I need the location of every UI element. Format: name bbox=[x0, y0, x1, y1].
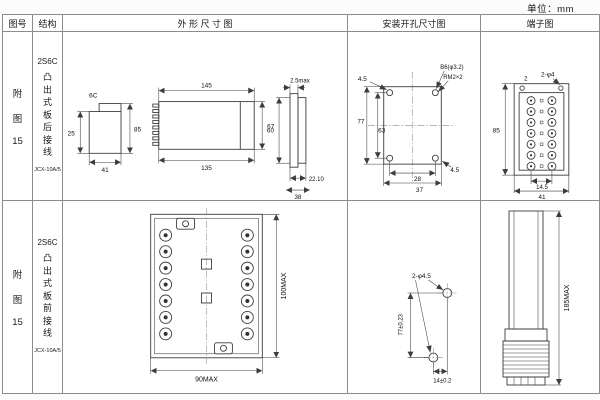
dim-25: 25 bbox=[68, 130, 76, 137]
dim-135: 135 bbox=[201, 165, 212, 172]
structure-code: JCX-10A/5 bbox=[34, 347, 61, 354]
dim-77-tol: 77±0.23 bbox=[399, 313, 405, 335]
mounting-plate: 4.5 B6(φ3.2) RM2×2 77 63 28 bbox=[357, 65, 463, 194]
unit-label: 单位：mm bbox=[527, 4, 574, 15]
mounting-cell-row2: 2-φ4.5 77±0.23 14±0.2 bbox=[348, 201, 481, 393]
dim-77: 77 bbox=[357, 118, 365, 125]
figure-number-cell-row1: 附 图 15 bbox=[3, 32, 33, 201]
screw-spec-label: RM2×2 bbox=[443, 75, 462, 81]
dim-14-tol: 14±0.2 bbox=[433, 378, 451, 384]
structure-char: 接 bbox=[42, 134, 52, 145]
structure-char: 凸 bbox=[42, 253, 52, 264]
structure-char: 式 bbox=[42, 278, 52, 289]
structure-cell-row2: 2S6C 凸 出 式 板 前 接 线 JCX-10A/5 bbox=[33, 201, 63, 393]
structure-char: 接 bbox=[42, 315, 52, 326]
structure-model: 2S6C bbox=[37, 56, 58, 66]
dim-28: 28 bbox=[414, 176, 422, 183]
hole-spec-label: B6(φ3.2) bbox=[440, 65, 463, 71]
hole-spec-label: 2-φ4 bbox=[541, 72, 555, 79]
structure-model: 2S6C bbox=[37, 237, 58, 247]
outline-cell-row1: 6C 25 41 85 bbox=[63, 32, 348, 201]
drawing-table: 图号 结构 外 形 尺 寸 图 安装开孔尺寸图 端子图 附 图 15 2S6C … bbox=[2, 14, 600, 394]
terminal-cell-row2: 185MAX bbox=[481, 201, 599, 393]
relay-side-view-small: 6C 25 41 85 bbox=[68, 93, 142, 175]
dim-14-5: 14.5 bbox=[536, 185, 548, 191]
structure-code: JCX-10A/5 bbox=[34, 166, 61, 173]
dim-6c: 6C bbox=[89, 93, 98, 100]
fig-char: 图 bbox=[12, 113, 23, 125]
header-structure: 结构 bbox=[33, 15, 63, 32]
dim-22-10: 22.10 bbox=[309, 177, 325, 183]
fig-number: 15 bbox=[12, 316, 23, 328]
structure-char: 凸 bbox=[42, 72, 52, 83]
dim-4-5-top: 4.5 bbox=[358, 76, 367, 83]
dim-4-5-right: 4.5 bbox=[450, 167, 459, 174]
fig-char: 附 bbox=[12, 88, 23, 100]
socket-front-view: 90MAX 100MAX bbox=[150, 208, 288, 384]
header-terminal: 端子图 bbox=[481, 15, 599, 32]
mounting-hole-drawing-row1: 4.5 B6(φ3.2) RM2×2 77 63 28 bbox=[357, 65, 463, 194]
dim-41: 41 bbox=[538, 194, 546, 200]
dim-100max: 100MAX bbox=[281, 272, 288, 299]
header-outline: 外 形 尺 寸 图 bbox=[63, 15, 348, 32]
fig-char: 图 bbox=[12, 294, 23, 306]
outline-dimension-drawing-row2: 90MAX 100MAX bbox=[150, 208, 288, 384]
structure-char: 前 bbox=[42, 303, 52, 314]
structure-char: 板 bbox=[42, 109, 52, 120]
dim-67: 67 bbox=[267, 123, 275, 130]
outline-cell-row2: 90MAX 100MAX bbox=[63, 201, 348, 393]
structure-char: 线 bbox=[42, 147, 52, 158]
hole-spec-label: 2-φ4.5 bbox=[412, 273, 431, 280]
mounting-hole-drawing-row2: 2-φ4.5 77±0.23 14±0.2 bbox=[399, 273, 458, 384]
terminal-side-view-row2: 185MAX bbox=[502, 210, 571, 386]
figure-number-cell-row2: 附 图 15 bbox=[3, 201, 33, 393]
relay-front-view: 145 67 135 bbox=[152, 83, 275, 172]
terminal-cell-row1: 2-φ4 2 bbox=[481, 32, 599, 201]
outline-dimension-drawing-row1: 6C 25 41 85 bbox=[68, 79, 325, 200]
dim-63: 63 bbox=[378, 127, 386, 134]
dim-37: 37 bbox=[416, 187, 424, 194]
dim-85: 85 bbox=[493, 127, 501, 134]
structure-char: 式 bbox=[42, 97, 52, 108]
relay-side-profile: 2.5max 60 22.10 38 bbox=[267, 79, 325, 200]
structure-cell-row1: 2S6C 凸 出 式 板 后 接 线 JCX-10A/5 bbox=[33, 32, 63, 201]
mounting-cell-row1: 4.5 B6(φ3.2) RM2×2 77 63 28 bbox=[348, 32, 481, 201]
mounting-holes: 2-φ4.5 77±0.23 14±0.2 bbox=[399, 273, 458, 384]
dim-38: 38 bbox=[294, 194, 302, 200]
dim-85: 85 bbox=[134, 126, 142, 133]
structure-char: 线 bbox=[42, 328, 52, 339]
dim-145: 145 bbox=[201, 83, 212, 90]
dim-2-5max: 2.5max bbox=[290, 79, 310, 85]
fig-number: 15 bbox=[12, 135, 23, 147]
structure-char: 出 bbox=[42, 265, 52, 276]
terminal-2-label: 2 bbox=[524, 77, 528, 83]
structure-char: 出 bbox=[42, 84, 52, 95]
relay-on-socket-side-view: 185MAX bbox=[502, 210, 571, 386]
dim-60: 60 bbox=[267, 127, 275, 134]
terminal-block: 2-φ4 2 bbox=[493, 72, 570, 200]
dim-185max: 185MAX bbox=[564, 284, 571, 311]
header-mounting: 安装开孔尺寸图 bbox=[348, 15, 481, 32]
terminal-diagram-row1: 2-φ4 2 bbox=[493, 72, 570, 200]
structure-char: 后 bbox=[42, 122, 52, 133]
dim-90max: 90MAX bbox=[195, 377, 218, 384]
dim-41: 41 bbox=[102, 167, 110, 174]
header-fig-no: 图号 bbox=[3, 15, 33, 32]
fig-char: 附 bbox=[12, 269, 23, 281]
structure-char: 板 bbox=[42, 290, 52, 301]
